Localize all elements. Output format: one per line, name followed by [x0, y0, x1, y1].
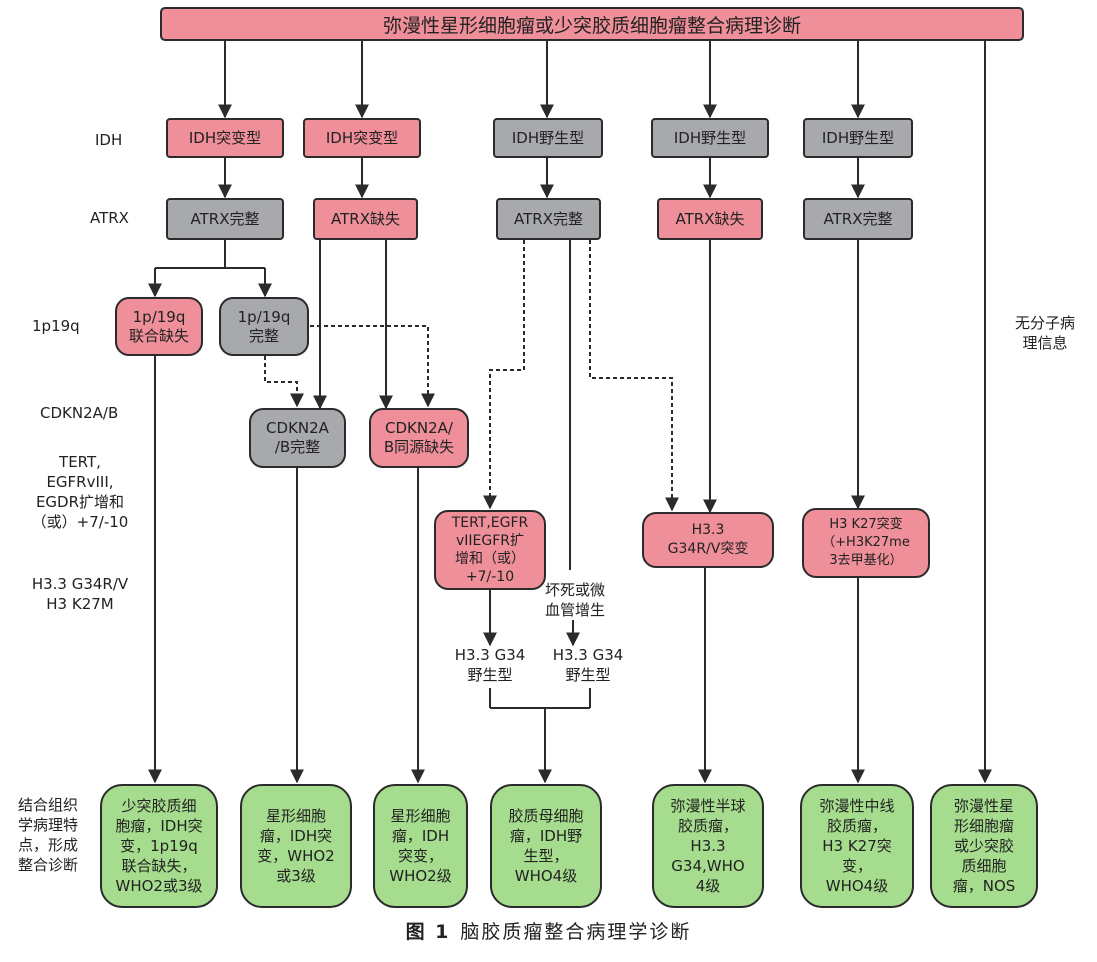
- final-diagnosis-astrocytoma-grade2: 星形细胞 瘤，IDH 突变， WHO2级: [373, 784, 468, 908]
- atrx-node-5: ATRX完整: [803, 198, 913, 240]
- idh-node-5: IDH野生型: [803, 118, 913, 158]
- cdkn-intact-node: CDKN2A /B完整: [249, 408, 346, 468]
- diagnosis-title: 弥漫性星形细胞瘤或少突胶质细胞瘤整合病理诊断: [160, 7, 1024, 41]
- no-molecular-info-label: 无分子病 理信息: [1014, 314, 1075, 352]
- idh-node-4: IDH野生型: [651, 118, 769, 158]
- h33-g34-mutation-node: H3.3 G34R/V突变: [642, 512, 774, 568]
- figure-caption: 图 1 脑胶质瘤整合病理学诊断: [0, 917, 1097, 944]
- row-label-integrate: 结合组织 学病理特 点，形成 整合诊断: [17, 796, 78, 874]
- figure-number: 图 1: [405, 921, 451, 943]
- row-label-h33: H3.3 G34R/V H3 K27M: [31, 575, 129, 613]
- row-label-1p19q: 1p19q: [32, 317, 80, 335]
- row-label-idh: IDH: [95, 131, 123, 149]
- atrx-node-1: ATRX完整: [166, 198, 284, 240]
- atrx-node-2: ATRX缺失: [313, 198, 418, 240]
- atrx-node-3: ATRX完整: [496, 198, 601, 240]
- figure-caption-text: 脑胶质瘤整合病理学诊断: [460, 921, 692, 943]
- idh-node-2: IDH突变型: [303, 118, 421, 158]
- cdkn-deleted-node: CDKN2A/ B同源缺失: [369, 408, 469, 468]
- p19q-codeletion-node: 1p/19q 联合缺失: [115, 297, 203, 356]
- h33-wildtype-label-2: H3.3 G34 野生型: [552, 646, 624, 684]
- idh-node-1: IDH突变型: [166, 118, 284, 158]
- final-diagnosis-glioblastoma: 胶质母细胞 瘤，IDH野 生型， WHO4级: [490, 784, 602, 908]
- h33-wildtype-label-1: H3.3 G34 野生型: [454, 646, 526, 684]
- row-label-tert: TERT, EGFRvIII, EGDR扩增和 （或）+7/-10: [31, 453, 129, 531]
- final-diagnosis-nos: 弥漫性星 形细胞瘤 或少突胶 质细胞 瘤，NOS: [930, 784, 1038, 908]
- row-label-atrx: ATRX: [90, 209, 129, 227]
- necrosis-label: 坏死或微 血管增生: [544, 581, 605, 619]
- final-diagnosis-hemispheric-glioma: 弥漫性半球 胶质瘤， H3.3 G34,WHO 4级: [652, 784, 764, 908]
- final-diagnosis-oligodendroglioma: 少突胶质细 胞瘤，IDH突 变，1p19q 联合缺失， WHO2或3级: [100, 784, 218, 908]
- row-label-cdkn: CDKN2A/B: [40, 404, 119, 422]
- p19q-intact-node: 1p/19q 完整: [219, 297, 309, 356]
- final-diagnosis-midline-glioma: 弥漫性中线 胶质瘤， H3 K27突 变， WHO4级: [800, 784, 914, 908]
- tert-egfr-node: TERT,EGFR vIIEGFR扩 增和（或） +7/-10: [434, 510, 546, 590]
- h3-k27-mutation-node: H3 K27突变 （+H3K27me 3去甲基化）: [802, 508, 930, 578]
- idh-node-3: IDH野生型: [493, 118, 603, 158]
- atrx-node-4: ATRX缺失: [657, 198, 763, 240]
- final-diagnosis-astrocytoma-grade2-3: 星形细胞 瘤，IDH突 变，WHO2 或3级: [240, 784, 352, 908]
